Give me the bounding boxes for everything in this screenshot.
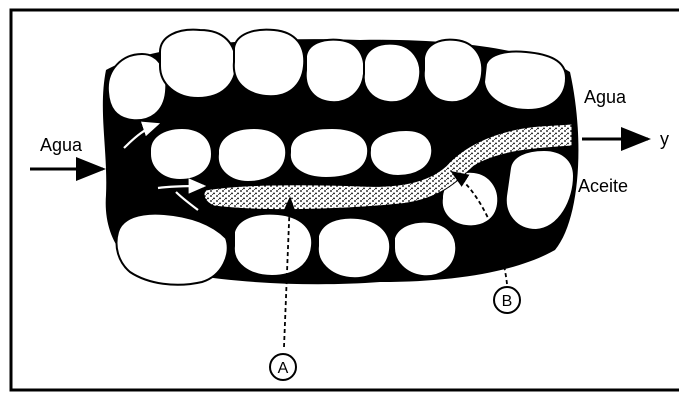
water-out-label: Agua: [584, 87, 627, 107]
marker-b-label: B: [502, 293, 513, 310]
conjunction-label: y: [660, 129, 669, 149]
water-in-label: Agua: [40, 135, 83, 155]
oil-out-label: Aceite: [578, 176, 628, 196]
marker-a-label: A: [278, 360, 289, 377]
